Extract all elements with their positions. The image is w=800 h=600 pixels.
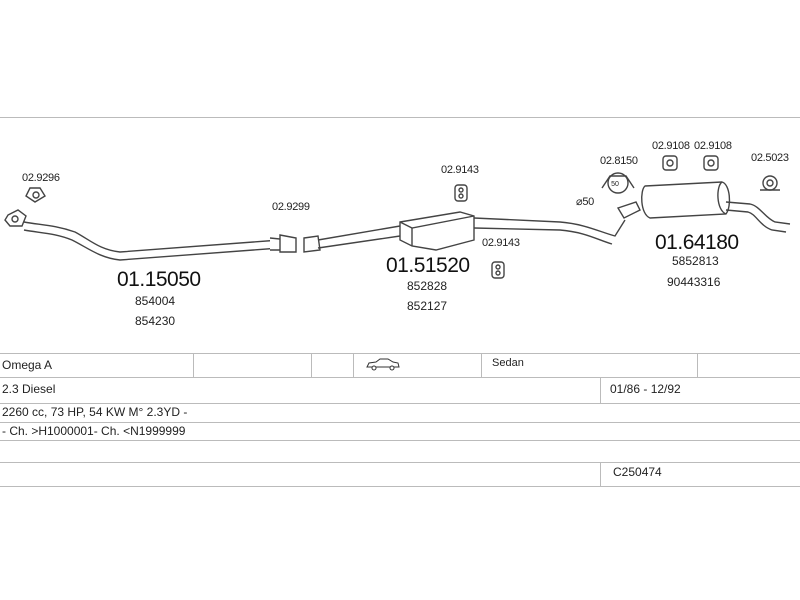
rear-clamp-size-label: 50 bbox=[611, 181, 619, 188]
vehicle-body: Sedan bbox=[492, 357, 524, 369]
gasket-front-code: 02.9296 bbox=[22, 172, 60, 184]
vehicle-engine: 2.3 Diesel bbox=[2, 382, 56, 396]
middle-silencer-ref-1: 852828 bbox=[407, 279, 448, 293]
rear-clamp-icon bbox=[601, 172, 635, 194]
hanger-mid-bottom-code: 02.9143 bbox=[482, 237, 520, 249]
middle-silencer-icon bbox=[399, 211, 475, 251]
front-pipe-ref-1: 854004 bbox=[135, 294, 176, 308]
front-pipe-code: 01.15050 bbox=[117, 268, 201, 291]
rear-silencer-icon bbox=[641, 181, 731, 219]
hanger-rear-1-icon bbox=[662, 155, 678, 171]
hanger-rear-2-code: 02.9108 bbox=[694, 140, 732, 152]
vehicle-chassis: - Ch. >H1000001- Ch. <N1999999 bbox=[2, 424, 186, 438]
clamp-joint-icon bbox=[279, 234, 321, 253]
middle-silencer-ref-2: 852127 bbox=[407, 299, 448, 313]
rear-silencer-ref-1: 5852813 bbox=[672, 254, 719, 268]
table-col-2 bbox=[311, 353, 312, 377]
catalog-id: C250474 bbox=[613, 465, 662, 479]
vehicle-specs: 2260 cc, 73 HP, 54 KW M° 2.3YD - bbox=[2, 405, 188, 419]
table-line-3 bbox=[0, 403, 800, 404]
table-col-1 bbox=[193, 353, 194, 377]
hanger-mid-bottom-icon bbox=[491, 261, 505, 279]
clamp-size-code: ⌀50 bbox=[576, 195, 594, 208]
rear-clamp-code: 02.8150 bbox=[600, 155, 638, 167]
table-line-2 bbox=[0, 377, 800, 378]
hanger-mid-top-code: 02.9143 bbox=[441, 164, 479, 176]
exhaust-diagram: 50 bbox=[4, 155, 791, 279]
front-pipe bbox=[23, 221, 281, 253]
hanger-tail-icon bbox=[760, 175, 780, 191]
table-col-4 bbox=[481, 353, 482, 377]
hanger-mid-top-icon bbox=[454, 184, 468, 202]
tail-pipe bbox=[725, 201, 791, 225]
front-pipe-ref-2: 854230 bbox=[135, 314, 176, 328]
vehicle-model: Omega A bbox=[2, 358, 53, 372]
top-border bbox=[0, 117, 800, 118]
table-line-7 bbox=[0, 486, 800, 487]
middle-silencer-code: 01.51520 bbox=[386, 254, 470, 277]
rear-silencer-code: 01.64180 bbox=[655, 231, 739, 254]
clamp-joint-code: 02.9299 bbox=[272, 201, 310, 213]
table-line-1 bbox=[0, 353, 800, 354]
hanger-rear-1-code: 02.9108 bbox=[652, 140, 690, 152]
table-line-6 bbox=[0, 462, 800, 463]
front-flange-icon bbox=[4, 209, 27, 227]
table-line-5 bbox=[0, 440, 800, 441]
table-col-7 bbox=[600, 462, 601, 486]
table-col-5 bbox=[697, 353, 698, 377]
sedan-car-icon bbox=[366, 357, 400, 376]
table-col-6 bbox=[600, 377, 601, 403]
hanger-tail-code: 02.5023 bbox=[751, 152, 789, 164]
rear-silencer-ref-2: 90443316 bbox=[667, 275, 721, 289]
hanger-rear-2-icon bbox=[703, 155, 719, 171]
front-gasket-icon bbox=[25, 187, 46, 203]
clamp-size-value: 50 bbox=[582, 196, 594, 208]
table-col-3 bbox=[353, 353, 354, 377]
table-line-4 bbox=[0, 422, 800, 423]
diameter-symbol: ⌀ bbox=[576, 196, 583, 208]
vehicle-years: 01/86 - 12/92 bbox=[610, 382, 681, 396]
